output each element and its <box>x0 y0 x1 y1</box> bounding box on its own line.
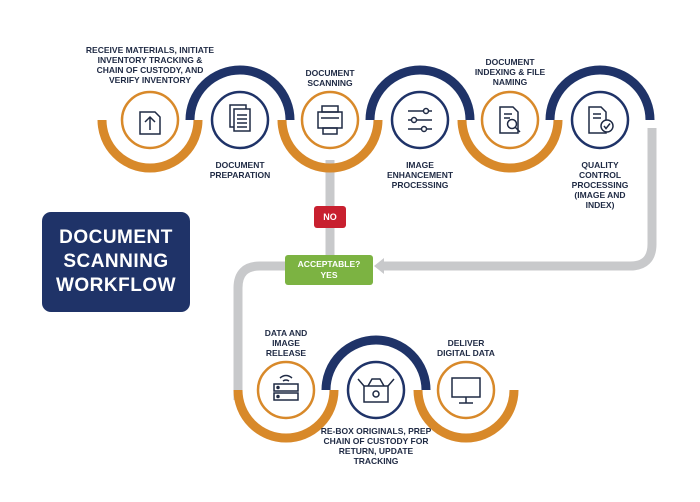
arc-step-9-orange <box>413 389 519 443</box>
step-8-node <box>346 360 406 420</box>
step-3-label: DOCUMENT SCANNING <box>305 68 355 88</box>
sliders-icon <box>408 107 432 133</box>
step-8-label: RE-BOX ORIGINALS, PREP CHAIN OF CUSTODY … <box>320 426 432 466</box>
arc-step-6-navy <box>545 65 655 121</box>
workflow-title: DOCUMENT SCANNING WORKFLOW <box>55 227 177 296</box>
scanner-icon <box>317 105 343 135</box>
document-check-icon <box>588 106 614 134</box>
step-6-label: QUALITY CONTROL PROCESSING (IMAGE AND IN… <box>571 160 629 210</box>
step-1-node <box>120 90 180 150</box>
arc-step-3-orange <box>277 119 383 173</box>
workflow-title-box: DOCUMENT SCANNING WORKFLOW <box>42 212 190 312</box>
step-2-label: DOCUMENT PREPARATION <box>209 160 271 180</box>
step-5-label: DOCUMENT INDEXING & FILE NAMING <box>474 57 546 87</box>
step-9-node <box>436 360 496 420</box>
step-4-label: IMAGE ENHANCEMENT PROCESSING <box>386 160 454 190</box>
step-3-node <box>300 90 360 150</box>
arc-step-5-orange <box>457 119 563 173</box>
step-7-label: DATA AND IMAGE RELEASE <box>264 328 308 358</box>
server-icon <box>273 374 299 401</box>
step-2-node <box>210 90 270 150</box>
step-6-node <box>570 90 630 150</box>
arc-step-1-orange <box>97 119 203 173</box>
decision-no-badge: NO <box>314 206 346 228</box>
documents-stack-icon <box>229 104 251 132</box>
step-5-node <box>480 90 540 150</box>
step-7-node <box>256 360 316 420</box>
step-9-label: DELIVER DIGITAL DATA <box>437 338 495 358</box>
document-search-icon <box>499 106 521 134</box>
connector-qc-to-decision <box>380 128 657 271</box>
arc-step-2-navy <box>185 65 295 121</box>
step-4-node <box>390 90 450 150</box>
decision-acceptable-box: ACCEPTABLE? YES <box>285 255 373 285</box>
connector-arrowhead <box>374 258 384 274</box>
step-1-label: RECEIVE MATERIALS, INITIATE INVENTORY TR… <box>85 45 215 85</box>
box-icon <box>357 378 395 403</box>
monitor-icon <box>451 377 481 404</box>
arc-step-7-orange <box>233 389 339 443</box>
arc-step-4-navy <box>365 65 475 121</box>
arc-step-8-navy <box>321 335 431 391</box>
connector-decision-to-release <box>233 261 287 400</box>
upload-document-icon <box>139 111 161 135</box>
